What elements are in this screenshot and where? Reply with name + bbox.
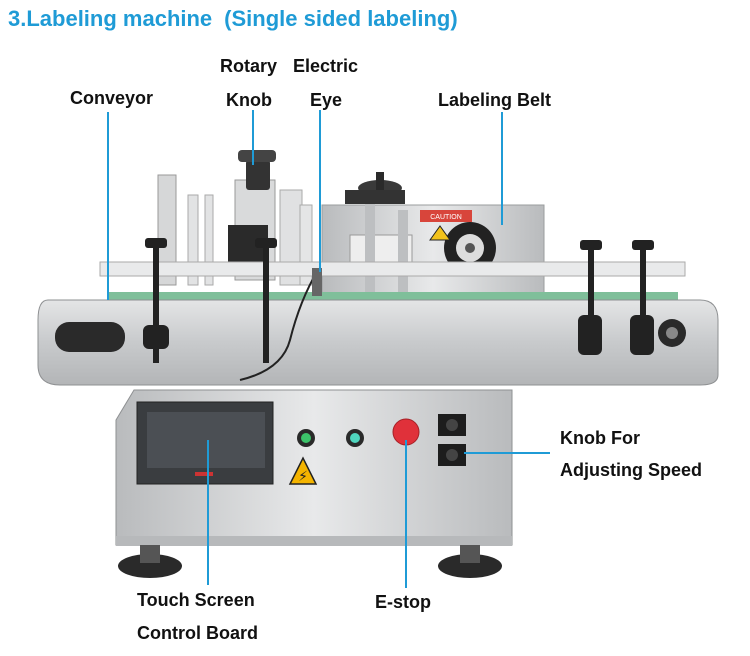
label-knob-speed-line1: Knob For xyxy=(560,428,640,448)
title-subtitle: (Single sided labeling) xyxy=(224,6,458,31)
page-title: 3.Labeling machine (Single sided labeling… xyxy=(8,6,458,32)
touch-screen xyxy=(136,401,274,485)
label-touch-line1: Touch Screen xyxy=(137,590,255,610)
guide-adjusters xyxy=(143,238,654,363)
leader-lines xyxy=(107,110,550,588)
label-conveyor: Conveyor xyxy=(70,88,154,108)
conveyor-rail xyxy=(37,261,719,386)
electric-eye-sensor xyxy=(312,268,322,296)
label-touch-line2: Control Board xyxy=(137,623,258,643)
title-main: 3.Labeling machine xyxy=(8,6,213,31)
lightning-icon: ⚡ xyxy=(298,468,308,484)
label-labeling-belt: Labeling Belt xyxy=(438,90,552,110)
label-rotary-line2: Knob xyxy=(226,90,272,110)
warning-sticker xyxy=(288,456,318,485)
label-electric-line2: Eye xyxy=(310,90,343,110)
label-knob-speed-line2: Adjusting Speed xyxy=(560,460,703,480)
label-rotary-line1: Rotary xyxy=(220,56,278,76)
caution-sticker-text: CAUTION xyxy=(430,214,462,221)
electric-eye-cable xyxy=(239,269,319,381)
label-estop: E-stop xyxy=(375,592,431,612)
label-electric-line1: Electric xyxy=(293,56,359,76)
